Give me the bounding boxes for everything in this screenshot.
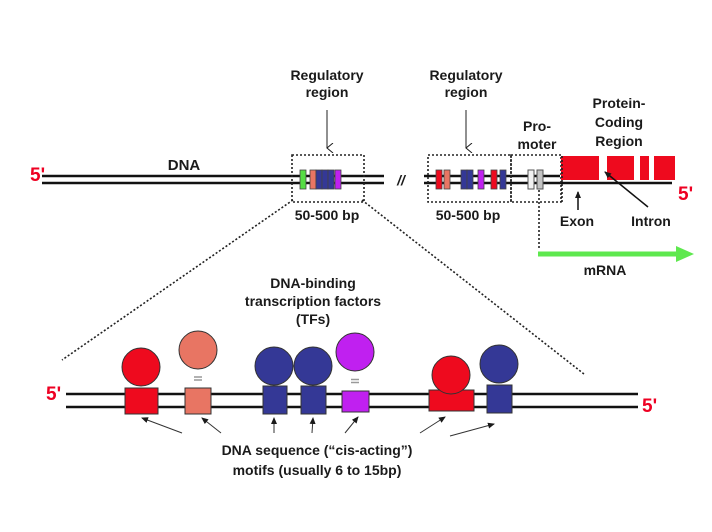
tf-title-line1: DNA-binding [270, 275, 356, 291]
mrna-transcript: mRNA [538, 246, 694, 278]
transcription-factor-salmon [178, 330, 218, 370]
dna-label: DNA [168, 157, 201, 174]
promoter-element-white [527, 169, 535, 190]
regulatory-region-2-box [427, 154, 512, 203]
dna-motif-box [124, 387, 159, 415]
motif-caption-line2: motifs (usually 6 to 15bp) [233, 462, 402, 478]
exon-label: Exon [560, 213, 594, 229]
regulatory-motif-purple [334, 169, 342, 190]
regulatory-region-1-motifs [299, 169, 342, 190]
transcription-factor-navy [293, 346, 333, 386]
dna-motif-box [300, 385, 327, 415]
regulatory-region-1-title-line1: Regulatory [290, 67, 363, 83]
transcription-factor-purple [335, 332, 375, 372]
regulatory-region-1-box [291, 154, 365, 203]
dna-motif-box [184, 387, 212, 415]
motif-arrow-6 [419, 416, 446, 434]
regulatory-motif-navy [499, 169, 507, 190]
tf-title-line2: transcription factors [245, 293, 381, 309]
transcription-factor-red [431, 355, 471, 395]
transcription-factor-navy [479, 344, 519, 384]
regulatory-motif-navy [315, 169, 323, 190]
tf-title-line3: (TFs) [296, 311, 330, 327]
promoter-box [510, 154, 562, 203]
mrna-label: mRNA [584, 262, 627, 278]
break-mark: // [396, 172, 407, 188]
exon-3 [640, 156, 649, 180]
regulatory-region-2-title-line2: region [445, 84, 488, 100]
promoter-label-line2: moter [518, 136, 557, 152]
tf-unit-2 [178, 330, 218, 415]
tf-unit-4 [293, 346, 333, 415]
promoter: Pro- moter [510, 118, 562, 248]
motif-arrow-1 [141, 417, 183, 434]
regulatory-region-1-size: 50-500 bp [295, 207, 360, 223]
dna-motif-box [341, 390, 370, 413]
motif-pointer-arrows [141, 416, 495, 437]
motif-arrow-4 [309, 417, 316, 434]
tf-unit-6 [428, 355, 475, 412]
tf-unit-5 [335, 332, 375, 413]
five-prime-label-top-left: 5' [30, 165, 45, 186]
regulatory-motif-green [299, 169, 307, 190]
five-prime-label-bottom-right: 5' [642, 396, 657, 417]
motif-caption-line1: DNA sequence (“cis-acting”) [222, 442, 413, 458]
regulatory-motif-navy [327, 169, 335, 190]
regulatory-motif-navy [321, 169, 329, 190]
exon-1 [561, 156, 599, 180]
coding-region-label-line3: Region [595, 133, 642, 149]
transcription-factors [121, 330, 519, 415]
dna-motif-box [262, 385, 288, 415]
regulatory-motif-salmon [309, 169, 317, 190]
mrna-arrow-head [676, 246, 694, 262]
intron-label: Intron [631, 213, 671, 229]
promoter-element-gray [536, 169, 544, 190]
tf-unit-7 [479, 344, 519, 414]
exon-4 [654, 156, 675, 180]
transcription-factor-navy [254, 346, 294, 386]
five-prime-label-bottom-left: 5' [46, 384, 61, 405]
motif-arrow-5 [344, 416, 359, 434]
regulatory-motif-salmon [443, 169, 451, 190]
regulatory-region-1-title-line2: region [306, 84, 349, 100]
coding-region-label-line1: Protein- [593, 95, 646, 111]
zoom-guide-left [61, 199, 294, 361]
zoom-guide-right [361, 199, 585, 375]
regulatory-motif-red [435, 169, 443, 190]
motif-arrow-2 [201, 417, 222, 434]
regulatory-region-2: Regulatory region 50-500 bp [427, 67, 512, 223]
regulatory-region-1: Regulatory region 50-500 bp [290, 67, 365, 223]
regulatory-motif-red [490, 169, 498, 190]
tf-unit-1 [121, 347, 161, 415]
regulatory-region-2-motifs [435, 169, 507, 190]
five-prime-label-top-right: 5' [678, 184, 693, 205]
regulatory-motif-navy [460, 169, 468, 190]
transcription-factor-red [121, 347, 161, 387]
regulatory-motif-purple [477, 169, 485, 190]
regulatory-region-2-size: 50-500 bp [436, 207, 501, 223]
coding-region-label-line2: Coding [595, 114, 643, 130]
regulatory-motif-navy [466, 169, 474, 190]
intron-pointer-arrow [604, 171, 649, 208]
promoter-label-line1: Pro- [523, 118, 551, 134]
dna-motif-box [486, 384, 513, 414]
motif-arrow-7 [449, 422, 495, 437]
tf-unit-3 [254, 346, 294, 415]
protein-coding-region: Protein- Coding Region Exon Intron [560, 95, 675, 229]
regulatory-region-2-title-line1: Regulatory [429, 67, 502, 83]
